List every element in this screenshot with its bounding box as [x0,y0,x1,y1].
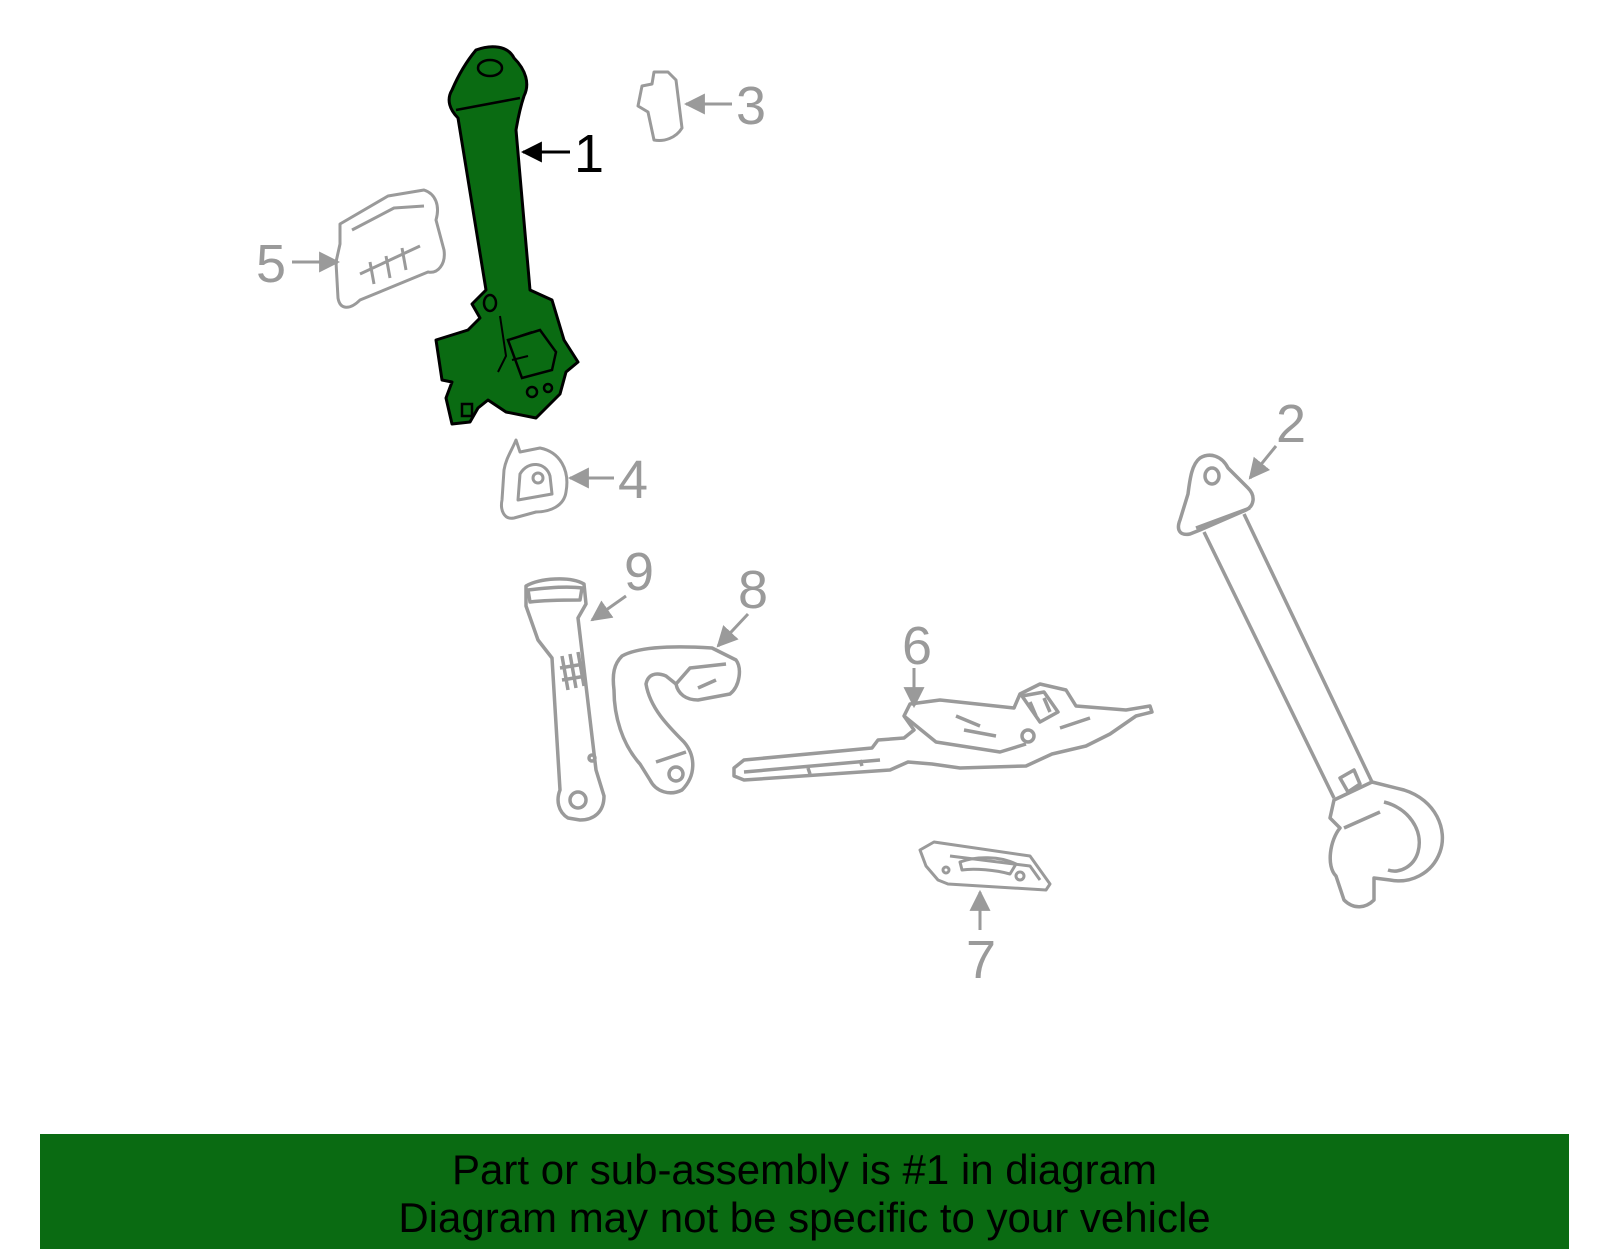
part-3-cap[interactable] [636,70,684,142]
callout-2-label: 2 [1276,394,1306,454]
callout-8-label: 8 [738,560,768,620]
banner-line-2: Diagram may not be specific to your vehi… [398,1194,1211,1241]
part-4-guide[interactable] [500,438,569,520]
callout-5-label: 5 [256,234,286,294]
callout-9-arrow [590,594,627,622]
callout-7-label: 7 [966,930,996,990]
part-9-buckle[interactable] [524,577,606,822]
part-1-pillar[interactable] [434,45,580,426]
callout-4-label: 4 [618,450,648,510]
part-8-strap[interactable] [611,645,742,795]
info-banner: Part or sub-assembly is #1 in diagram Di… [40,1134,1569,1249]
part-2-seat-belt-assembly[interactable] [1176,453,1445,909]
callout-2-arrow [1248,445,1278,480]
part-5-cover[interactable] [334,188,446,309]
banner-line-1: Part or sub-assembly is #1 in diagram [452,1146,1157,1193]
callout-8-arrow [716,612,750,648]
callout-6-label: 6 [902,616,932,676]
part-7-plate[interactable] [918,840,1052,892]
part-6-bracket[interactable] [732,682,1154,782]
callout-1-label: 1 [574,124,604,184]
callout-9-label: 9 [624,542,654,602]
callout-3-label: 3 [736,76,766,136]
